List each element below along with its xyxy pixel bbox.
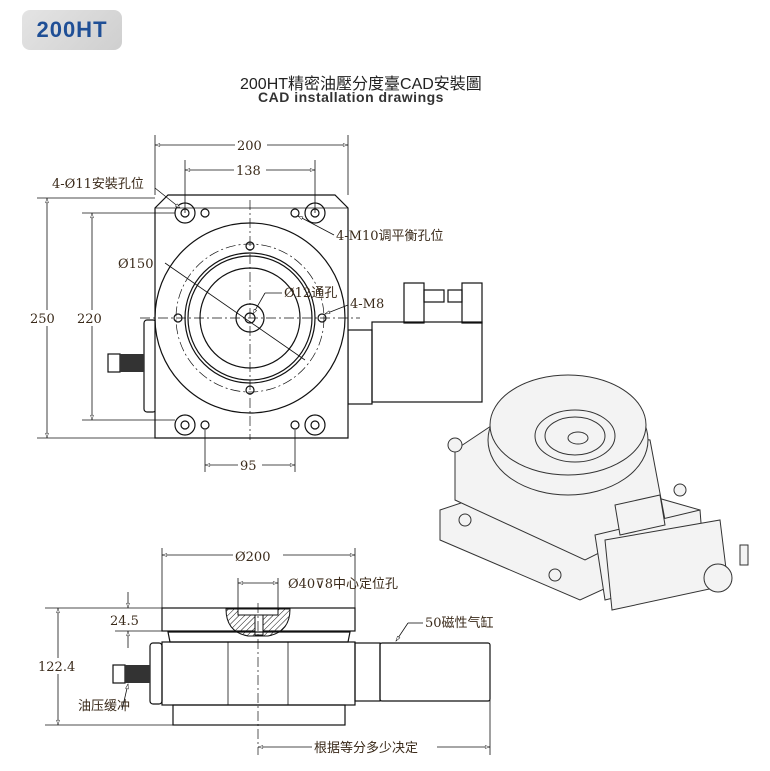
buffer-thread (120, 354, 144, 372)
top-view: 200 138 250 220 95 4-Ø11安裝孔位 4-M10调平衡孔位 … (28, 135, 483, 474)
dim-138: 138 (236, 164, 261, 179)
label-through-hole: Ø12通孔 (284, 286, 337, 301)
label-mount-holes: 4-Ø11安裝孔位 (52, 177, 144, 192)
label-cylinder: 50磁性气缸 (425, 615, 494, 631)
dim-200: 200 (237, 139, 262, 154)
dim-250: 250 (30, 312, 55, 327)
drawing-subtitle: CAD installation drawings (258, 89, 444, 105)
dim-220: 220 (77, 312, 102, 327)
drawing-title: 200HT精密油壓分度臺CAD安裝圖 (240, 76, 482, 93)
dim-24-5: 24.5 (110, 614, 139, 629)
label-balance-holes: 4-M10调平衡孔位 (336, 229, 444, 244)
dim-122-4: 122.4 (38, 660, 75, 675)
dim-95: 95 (240, 459, 257, 474)
label-dia-150: Ø150 (118, 257, 153, 272)
base-body (154, 194, 349, 439)
side-view: Ø200 Ø40⊽8中心定位孔 24.5 122.4 油压缓冲 50磁性气缸 (36, 547, 494, 756)
label-length: 根据等分多少决定 (314, 740, 418, 756)
model-badge: 200HT (22, 10, 122, 50)
body (161, 641, 356, 706)
dim-dia-200: Ø200 (235, 550, 270, 565)
cylinder-body (371, 321, 483, 403)
magnetic-cylinder (379, 642, 491, 702)
label-buffer: 油压缓冲 (78, 699, 130, 714)
isometric-view (439, 374, 749, 611)
label-m8: 4-M8 (350, 297, 384, 312)
label-center-hole: Ø40⊽8中心定位孔 (288, 577, 398, 592)
base (172, 704, 346, 726)
